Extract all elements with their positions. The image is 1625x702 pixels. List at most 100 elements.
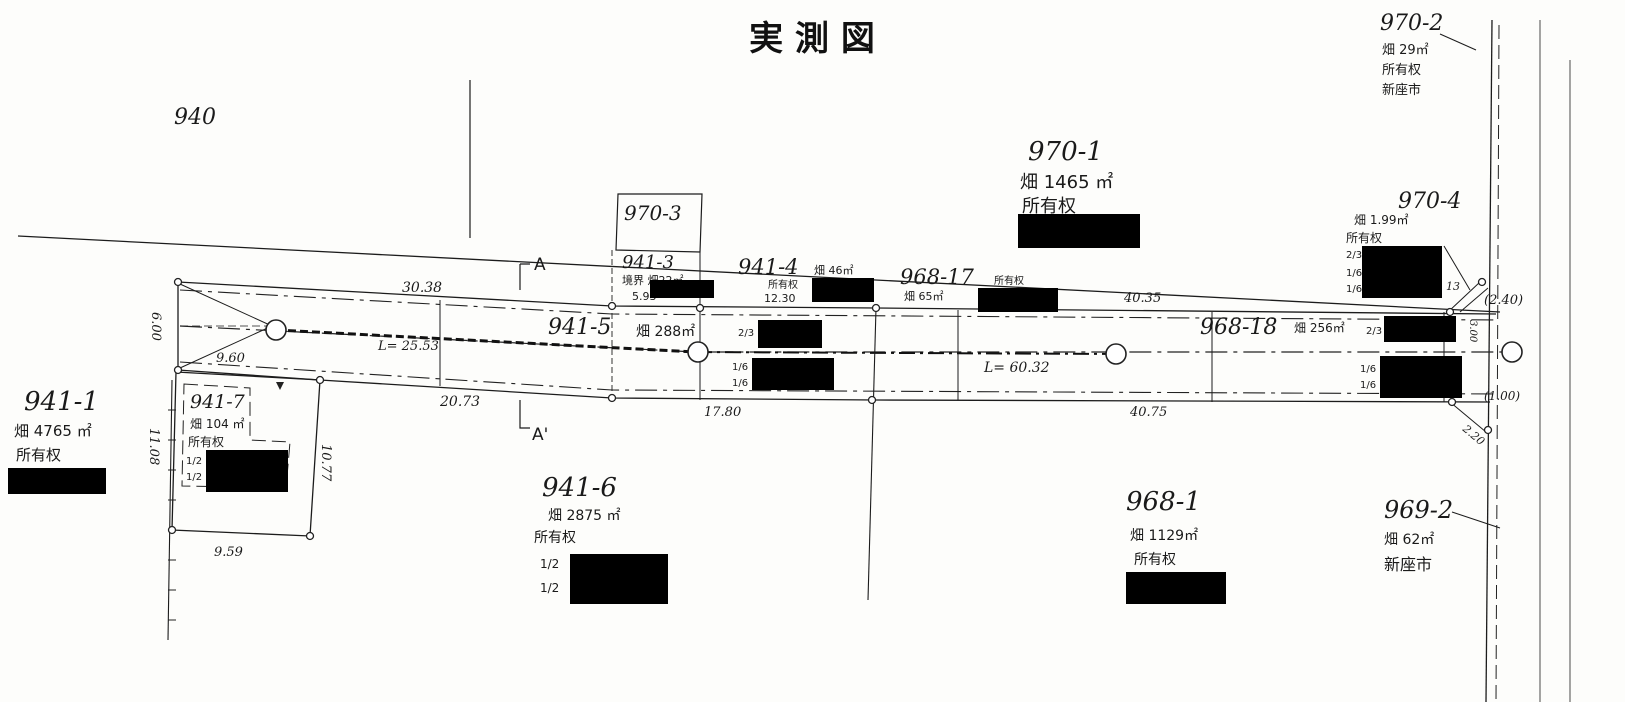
- survey-point: [173, 277, 183, 287]
- parcel-970-2-owner-label: 所有权: [1382, 62, 1421, 78]
- right-boundary-dashed: [1495, 24, 1500, 702]
- parcel-970-1-owner-label: 所有权: [1022, 196, 1076, 217]
- parcel-941-6-share-2: 1/2: [540, 581, 559, 595]
- parcel-941-4-distance: 12.30: [764, 292, 796, 305]
- parcel-969-2-land: 畑 62㎡: [1384, 532, 1434, 548]
- dimension-40-75: 40.75: [1129, 405, 1167, 420]
- curve-center-point: [1501, 341, 1523, 363]
- parcel-970-4-share-3: 1/6: [1346, 284, 1362, 295]
- dimension-2-20: 2.20: [1459, 422, 1487, 448]
- survey-point: [607, 301, 617, 311]
- survey-point: [1447, 397, 1457, 407]
- parcel-968-18-share-3: 1/6: [1360, 380, 1376, 391]
- dimension-6-00: 6.00: [148, 312, 163, 341]
- survey-point: [167, 525, 177, 535]
- survey-point: [867, 395, 877, 405]
- survey-point: [305, 531, 315, 541]
- parcel-941-6-number: 941-6: [542, 473, 617, 503]
- curve-center-point: [1105, 343, 1127, 365]
- parcel-970-4-share-1: 2/3: [1346, 250, 1362, 261]
- parcel-941-6-owner-label: 所有权: [534, 530, 576, 546]
- redaction-block: [752, 358, 834, 390]
- parcel-968-18-share-2: 1/6: [1360, 364, 1376, 375]
- parcel-970-2-land: 畑 29㎡: [1382, 43, 1429, 58]
- top-boundary-line: [17, 235, 1501, 313]
- dimension-arc-60: L= 60.32: [983, 360, 1050, 376]
- parcel-941-7-share-1: 1/2: [186, 456, 202, 467]
- left-vertical-line: [167, 379, 173, 641]
- survey-point: [1477, 277, 1487, 287]
- parcel-941-5-share-2: 1/6: [732, 362, 748, 373]
- redaction-block: [1126, 572, 1226, 604]
- parcel-970-2-number: 970-2: [1380, 11, 1443, 36]
- survey-point: [315, 375, 325, 385]
- parcel-941-1-number: 941-1: [24, 387, 99, 417]
- parcel-969-2-owner: 新座市: [1384, 555, 1432, 574]
- leader-969-2: [1451, 511, 1501, 529]
- parcel-941-3-number: 941-3: [622, 252, 674, 273]
- parcel-968-17-land: 畑 65㎡: [904, 290, 944, 303]
- redaction-block: [206, 450, 288, 492]
- dimension-9-60: 9.60: [216, 351, 245, 366]
- parcel-941-7-land: 畑 104 ㎡: [190, 417, 245, 431]
- parcel-941-1-land: 畑 4765 ㎡: [14, 422, 92, 440]
- parcel-941-4-land: 畑 46㎡: [814, 264, 854, 277]
- left-ticks: [168, 409, 176, 621]
- redaction-block: [978, 288, 1058, 312]
- parcel-941-7-owner-label: 所有权: [188, 435, 224, 449]
- survey-point: [173, 365, 183, 375]
- parcel-970-4-number: 970-4: [1398, 189, 1461, 214]
- survey-point: [871, 303, 881, 313]
- dimension-11-08: 11.08: [146, 428, 161, 465]
- parcel-970-1-number: 970-1: [1028, 137, 1103, 167]
- parcel-941-4-number: 941-4: [738, 255, 799, 279]
- dimension-17-80: 17.80: [704, 405, 741, 420]
- dimension-3-00: 3.00: [1467, 320, 1478, 343]
- curve-center-point: [687, 341, 709, 363]
- parcel-941-7-inner: [181, 383, 291, 489]
- dimension-13: 13: [1446, 280, 1460, 293]
- strip-inner-bottom-dashed: [179, 361, 1497, 395]
- corner-diag-3: [1449, 401, 1487, 433]
- cross-line-4: [867, 307, 877, 601]
- parcel-968-18-share-1: 2/3: [1366, 326, 1382, 337]
- redaction-block: [758, 320, 822, 348]
- parcel-940-number: 940: [174, 105, 216, 130]
- survey-points: [167, 277, 1523, 541]
- parcel-941-5-share-1: 2/3: [738, 328, 754, 339]
- dimension-10-77: 10.77: [318, 444, 333, 482]
- dimension-20-73: 20.73: [439, 394, 480, 410]
- parcel-941-5-number: 941-5: [548, 315, 611, 340]
- section-a-label: A: [534, 255, 546, 275]
- leader-970-4: [1443, 245, 1471, 291]
- dimension-2-40: (2.40): [1484, 293, 1523, 308]
- redaction-block: [570, 554, 668, 604]
- parcel-970-1-land: 畑 1465 ㎡: [1020, 171, 1113, 193]
- redaction-block: [1362, 246, 1442, 298]
- parcel-968-18-number: 968-18: [1200, 315, 1277, 340]
- dimension-40-35: 40.35: [1123, 291, 1161, 306]
- parcel-969-2-number: 969-2: [1384, 496, 1453, 524]
- centerline-heavy-2: [695, 351, 1117, 355]
- parcel-968-1-owner-label: 所有权: [1134, 552, 1176, 568]
- parcel-968-1-land: 畑 1129㎡: [1130, 528, 1198, 544]
- parcel-941-7-share-2: 1/2: [186, 472, 202, 483]
- parcel-970-4-share-2: 1/6: [1346, 268, 1362, 279]
- parcel-968-1-number: 968-1: [1126, 487, 1201, 517]
- dimension-arc-25: L= 25.53: [377, 339, 439, 354]
- survey-point: [1483, 425, 1493, 435]
- section-a-marker: [519, 263, 530, 290]
- parcel-941-6-share-1: 1/2: [540, 557, 559, 571]
- section-a-prime-label: A': [532, 425, 548, 445]
- parcel-941-1-owner-label: 所有权: [16, 446, 61, 464]
- redaction-block: [1384, 316, 1456, 342]
- parcel-970-4-land: 畑 1.99㎡: [1354, 213, 1409, 227]
- survey-point: [1445, 307, 1455, 317]
- drawing-title: 実 測 図: [749, 19, 875, 59]
- parcel-941-5-land: 畑 288㎡: [636, 324, 695, 340]
- strip-top-boundary: [177, 281, 1497, 315]
- parcel-970-3-number: 970-3: [624, 201, 682, 225]
- curve-center-point: [265, 319, 287, 341]
- redaction-block: [650, 280, 714, 298]
